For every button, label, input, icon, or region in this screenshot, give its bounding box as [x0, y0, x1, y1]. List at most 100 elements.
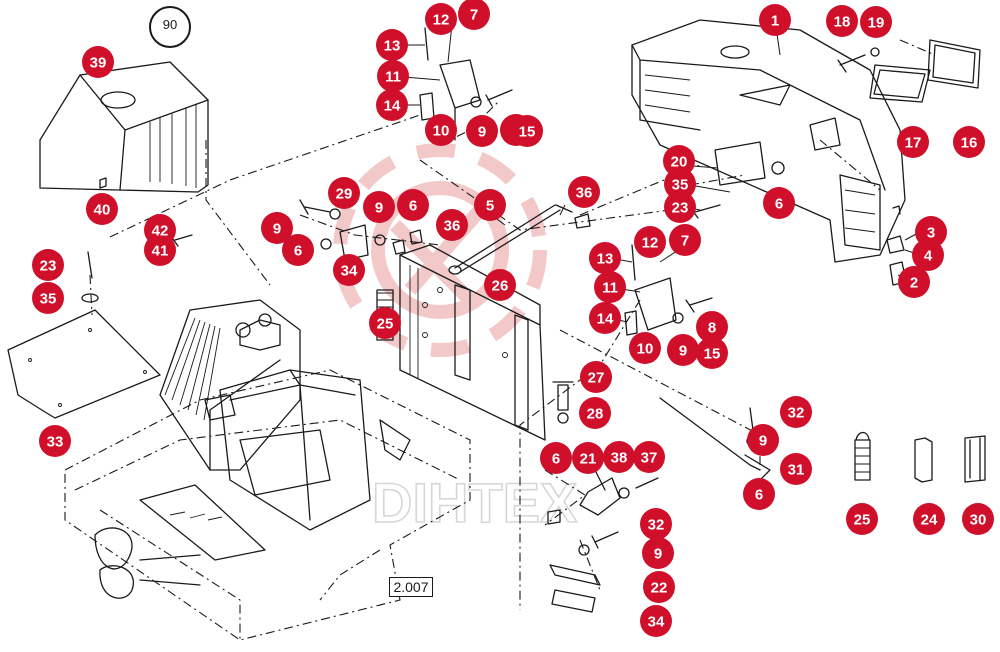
callout-25: 25 — [846, 503, 878, 535]
callout-number: 12 — [433, 12, 450, 29]
callout-number: 36 — [444, 218, 461, 235]
callout-circle — [32, 282, 64, 314]
callout-circle — [962, 503, 994, 535]
callout-15: 15 — [511, 115, 543, 147]
callout-circle — [282, 234, 314, 266]
callout-17: 17 — [897, 126, 929, 158]
callout-circle — [86, 193, 118, 225]
callout-7: 7 — [458, 0, 490, 30]
callout-circle — [664, 191, 696, 223]
callout-number: 10 — [433, 123, 450, 140]
callout-6: 6 — [397, 189, 429, 221]
callout-circle — [763, 187, 795, 219]
callout-number: 9 — [478, 124, 486, 141]
callout-circle — [436, 209, 468, 241]
callout-28: 28 — [579, 397, 611, 429]
callout-32: 32 — [780, 396, 812, 428]
callout-circle — [466, 115, 498, 147]
callout-number: 6 — [294, 243, 302, 260]
callout-number: 35 — [672, 177, 689, 194]
callout-14: 14 — [589, 302, 621, 334]
callout-circle — [425, 3, 457, 35]
callout-circle — [913, 503, 945, 535]
callout-number: 42 — [152, 223, 169, 240]
callout-number: 24 — [921, 512, 938, 529]
callout-35: 35 — [664, 168, 696, 200]
callout-number: 3 — [927, 225, 935, 242]
callout-number: 11 — [385, 69, 401, 86]
callout-number: 28 — [587, 406, 604, 423]
frame-26 — [399, 244, 546, 441]
callout-circle — [369, 307, 401, 339]
callout-circle — [376, 29, 408, 61]
callout-circle — [642, 537, 674, 569]
reference-box: 2.007 — [389, 577, 433, 597]
callout-circle — [425, 114, 457, 146]
callout-19: 19 — [860, 6, 892, 38]
callout-number: 26 — [492, 278, 509, 295]
callout-number: 1 — [771, 13, 779, 30]
callout-circle — [511, 115, 543, 147]
callout-number: 5 — [486, 198, 494, 215]
callout-number: 41 — [152, 243, 169, 260]
callout-circle — [860, 6, 892, 38]
callout-circle — [328, 177, 360, 209]
callout-number: 9 — [273, 221, 281, 238]
rotation-indicator: 90 — [149, 6, 191, 48]
callout-25: 25 — [369, 307, 401, 339]
callout-14: 14 — [376, 89, 408, 121]
callout-number: 32 — [788, 405, 805, 422]
callout-9: 9 — [261, 212, 293, 244]
callout-number: 32 — [648, 517, 665, 534]
callout-21: 21 — [572, 442, 604, 474]
callout-23: 23 — [32, 249, 64, 281]
callout-circle — [579, 397, 611, 429]
callout-number: 14 — [597, 311, 614, 328]
callout-number: 23 — [672, 200, 689, 217]
callout-circle — [484, 269, 516, 301]
callout-number: 30 — [970, 512, 987, 529]
callout-22: 22 — [643, 571, 675, 603]
callout-circle — [39, 425, 71, 457]
callout-number: 37 — [641, 450, 658, 467]
callout-number: 17 — [905, 135, 922, 152]
callout-36: 36 — [436, 209, 468, 241]
callout-circle — [589, 302, 621, 334]
callout-circle — [589, 242, 621, 274]
callout-circle — [594, 271, 626, 303]
callout-2: 2 — [898, 266, 930, 298]
callout-number: 7 — [470, 7, 478, 24]
callout-number: 25 — [854, 512, 871, 529]
callout-16: 16 — [953, 126, 985, 158]
rod-5 — [448, 204, 573, 275]
callout-circle — [572, 442, 604, 474]
callout-34: 34 — [333, 254, 365, 286]
callout-24: 24 — [913, 503, 945, 535]
callout-37: 37 — [633, 441, 665, 473]
callout-circle — [696, 337, 728, 369]
callout-circle — [540, 442, 572, 474]
callout-circle — [667, 334, 699, 366]
callout-number: 7 — [681, 233, 689, 250]
callout-number: 2 — [910, 275, 918, 292]
callout-circle — [363, 191, 395, 223]
callout-40: 40 — [86, 193, 118, 225]
callout-23: 23 — [664, 191, 696, 223]
callout-circle — [633, 441, 665, 473]
watermark-logo — [333, 143, 547, 357]
callout-6: 6 — [540, 442, 572, 474]
callout-number: 9 — [654, 546, 662, 563]
callout-8: 8 — [696, 311, 728, 343]
callout-number: 11 — [602, 280, 618, 297]
watermark-text: DIHTEX — [372, 471, 577, 534]
callout-number: 13 — [597, 251, 614, 268]
callout-15: 15 — [696, 337, 728, 369]
callout-6: 6 — [743, 478, 775, 510]
callout-number: 38 — [611, 450, 628, 467]
callout-circle — [663, 145, 695, 177]
callout-circle — [640, 605, 672, 637]
callout-number: 18 — [834, 14, 851, 31]
callout-30: 30 — [962, 503, 994, 535]
